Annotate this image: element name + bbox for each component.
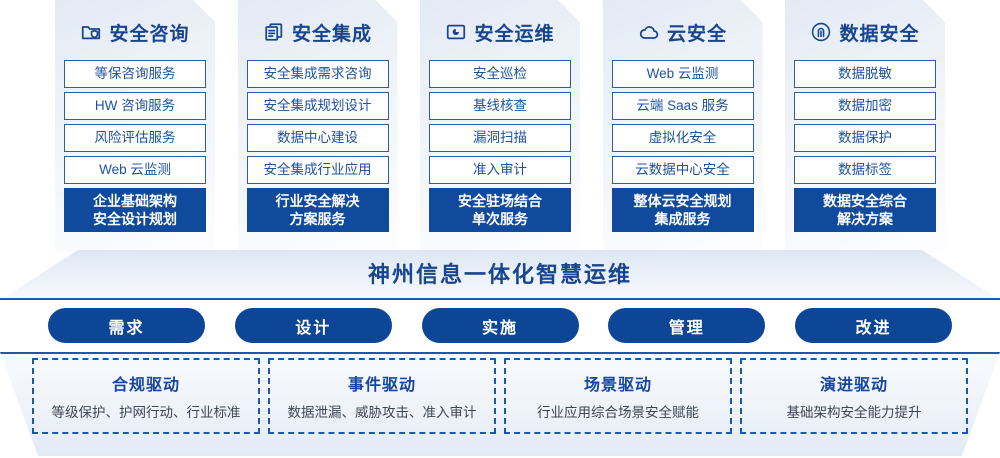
driver-subtitle: 基础架构安全能力提升: [786, 405, 922, 420]
documents-copy-icon: [263, 21, 285, 43]
service-item[interactable]: 安全集成规划设计: [247, 92, 389, 120]
card-highlight[interactable]: 数据安全综合 解决方案: [794, 188, 936, 232]
phase-pill-requirements[interactable]: 需求: [48, 308, 205, 343]
service-item[interactable]: 风险评估服务: [64, 124, 206, 152]
card-highlight-line: 解决方案: [837, 211, 893, 227]
driver-subtitle: 行业应用综合场景安全赋能: [537, 405, 699, 420]
folder-shield-icon: [80, 21, 102, 43]
card-title: 安全集成: [291, 23, 372, 45]
service-item[interactable]: 安全集成需求咨询: [247, 60, 389, 88]
card-highlight-line: 单次服务: [472, 211, 528, 227]
banner-bottom-rule: [0, 298, 1000, 300]
card-highlight-line: 数据安全综合: [823, 193, 907, 209]
platform-banner: 神州信息一体化智慧运维: [0, 250, 1000, 300]
service-item[interactable]: 数据加密: [794, 92, 936, 120]
service-item[interactable]: 基线核查: [429, 92, 571, 120]
drivers-trapezoid-background: [0, 352, 1000, 456]
card-header: 安全集成: [247, 9, 389, 55]
folder-chart-icon: [445, 21, 467, 43]
service-item[interactable]: 安全巡检: [429, 60, 571, 88]
capability-card-cloud-security[interactable]: 云安全 Web 云监测 云端 Saas 服务 虚拟化安全 云数据中心安全 整体云…: [603, 0, 763, 252]
driver-subtitle: 数据泄漏、威胁攻击、准入审计: [287, 405, 477, 420]
capability-card-security-operations[interactable]: 安全运维 安全巡检 基线核查 漏洞扫描 准入审计 安全驻场结合 单次服务: [420, 0, 580, 252]
service-item[interactable]: 数据保护: [794, 124, 936, 152]
card-header: 数据安全: [794, 9, 936, 55]
card-title: 云安全: [666, 23, 727, 45]
service-item[interactable]: 等保咨询服务: [64, 60, 206, 88]
card-highlight-line: 方案服务: [289, 211, 346, 227]
phase-pill-implementation[interactable]: 实施: [421, 308, 579, 343]
card-title: 数据安全: [839, 23, 920, 45]
service-item[interactable]: Web 云监测: [64, 156, 206, 184]
capability-card-security-integration[interactable]: 安全集成 安全集成需求咨询 安全集成规划设计 数据中心建设 安全集成行业应用 行…: [238, 0, 398, 252]
card-title: 安全咨询: [109, 23, 190, 45]
card-header: 云安全: [612, 9, 754, 55]
service-item[interactable]: 云端 Saas 服务: [612, 92, 754, 120]
service-item[interactable]: 数据标签: [794, 156, 936, 184]
service-item[interactable]: 安全集成行业应用: [247, 156, 389, 184]
driver-title: 事件驱动: [347, 377, 416, 394]
card-highlight[interactable]: 行业安全解决 方案服务: [247, 188, 389, 232]
service-item[interactable]: 漏洞扫描: [429, 124, 571, 152]
driver-title: 演进驱动: [819, 377, 888, 394]
driver-subtitle: 等级保护、护网行动、行业标准: [51, 405, 241, 420]
card-highlight-line: 行业安全解决: [275, 193, 360, 209]
fingerprint-icon: [810, 21, 832, 43]
service-item[interactable]: 准入审计: [429, 156, 571, 184]
service-item[interactable]: 数据脱敏: [794, 60, 936, 88]
driver-title: 合规驱动: [111, 377, 180, 394]
capability-cards-row: 安全咨询 等保咨询服务 HW 咨询服务 风险评估服务 Web 云监测 企业基础架…: [0, 0, 1000, 252]
card-highlight[interactable]: 安全驻场结合 单次服务: [429, 188, 571, 232]
card-highlight[interactable]: 企业基础架构 安全设计规划: [64, 188, 206, 232]
service-item[interactable]: HW 咨询服务: [64, 92, 206, 120]
card-header: 安全咨询: [64, 9, 206, 55]
platform-banner-title: 神州信息一体化智慧运维: [367, 262, 632, 287]
service-item[interactable]: 数据中心建设: [247, 124, 389, 152]
card-highlight-line: 集成服务: [654, 211, 711, 227]
card-header: 安全运维: [429, 9, 571, 55]
card-highlight-line: 安全驻场结合: [458, 193, 542, 209]
card-highlight-line: 安全设计规划: [93, 211, 177, 227]
phase-pill-design[interactable]: 设计: [234, 308, 392, 343]
card-title: 安全运维: [474, 23, 555, 45]
service-item[interactable]: Web 云监测: [612, 60, 754, 88]
card-highlight-line: 企业基础架构: [93, 193, 177, 209]
phase-pill-improvement[interactable]: 改进: [795, 308, 952, 343]
driver-card-incident[interactable]: 事件驱动 数据泄漏、威胁攻击、准入审计: [268, 358, 496, 434]
cloud-icon: [638, 21, 660, 43]
driver-card-evolution[interactable]: 演进驱动 基础架构安全能力提升: [740, 358, 968, 434]
card-highlight-line: 整体云安全规划: [633, 193, 732, 209]
driver-card-compliance[interactable]: 合规驱动 等级保护、护网行动、行业标准: [32, 358, 260, 434]
drivers-row: 合规驱动 等级保护、护网行动、行业标准 事件驱动 数据泄漏、威胁攻击、准入审计 …: [0, 358, 1000, 434]
capability-card-data-security[interactable]: 数据安全 数据脱敏 数据加密 数据保护 数据标签 数据安全综合 解决方案: [785, 0, 945, 252]
capability-card-security-consulting[interactable]: 安全咨询 等保咨询服务 HW 咨询服务 风险评估服务 Web 云监测 企业基础架…: [55, 0, 215, 252]
driver-title: 场景驱动: [583, 377, 652, 394]
phase-pill-management[interactable]: 管理: [608, 308, 766, 343]
card-highlight[interactable]: 整体云安全规划 集成服务: [612, 188, 754, 232]
service-item[interactable]: 虚拟化安全: [612, 124, 754, 152]
lifecycle-phase-row: 需求 设计 实施 管理 改进: [0, 308, 1000, 348]
driver-card-scenario[interactable]: 场景驱动 行业应用综合场景安全赋能: [504, 358, 732, 434]
service-item[interactable]: 云数据中心安全: [612, 156, 754, 184]
